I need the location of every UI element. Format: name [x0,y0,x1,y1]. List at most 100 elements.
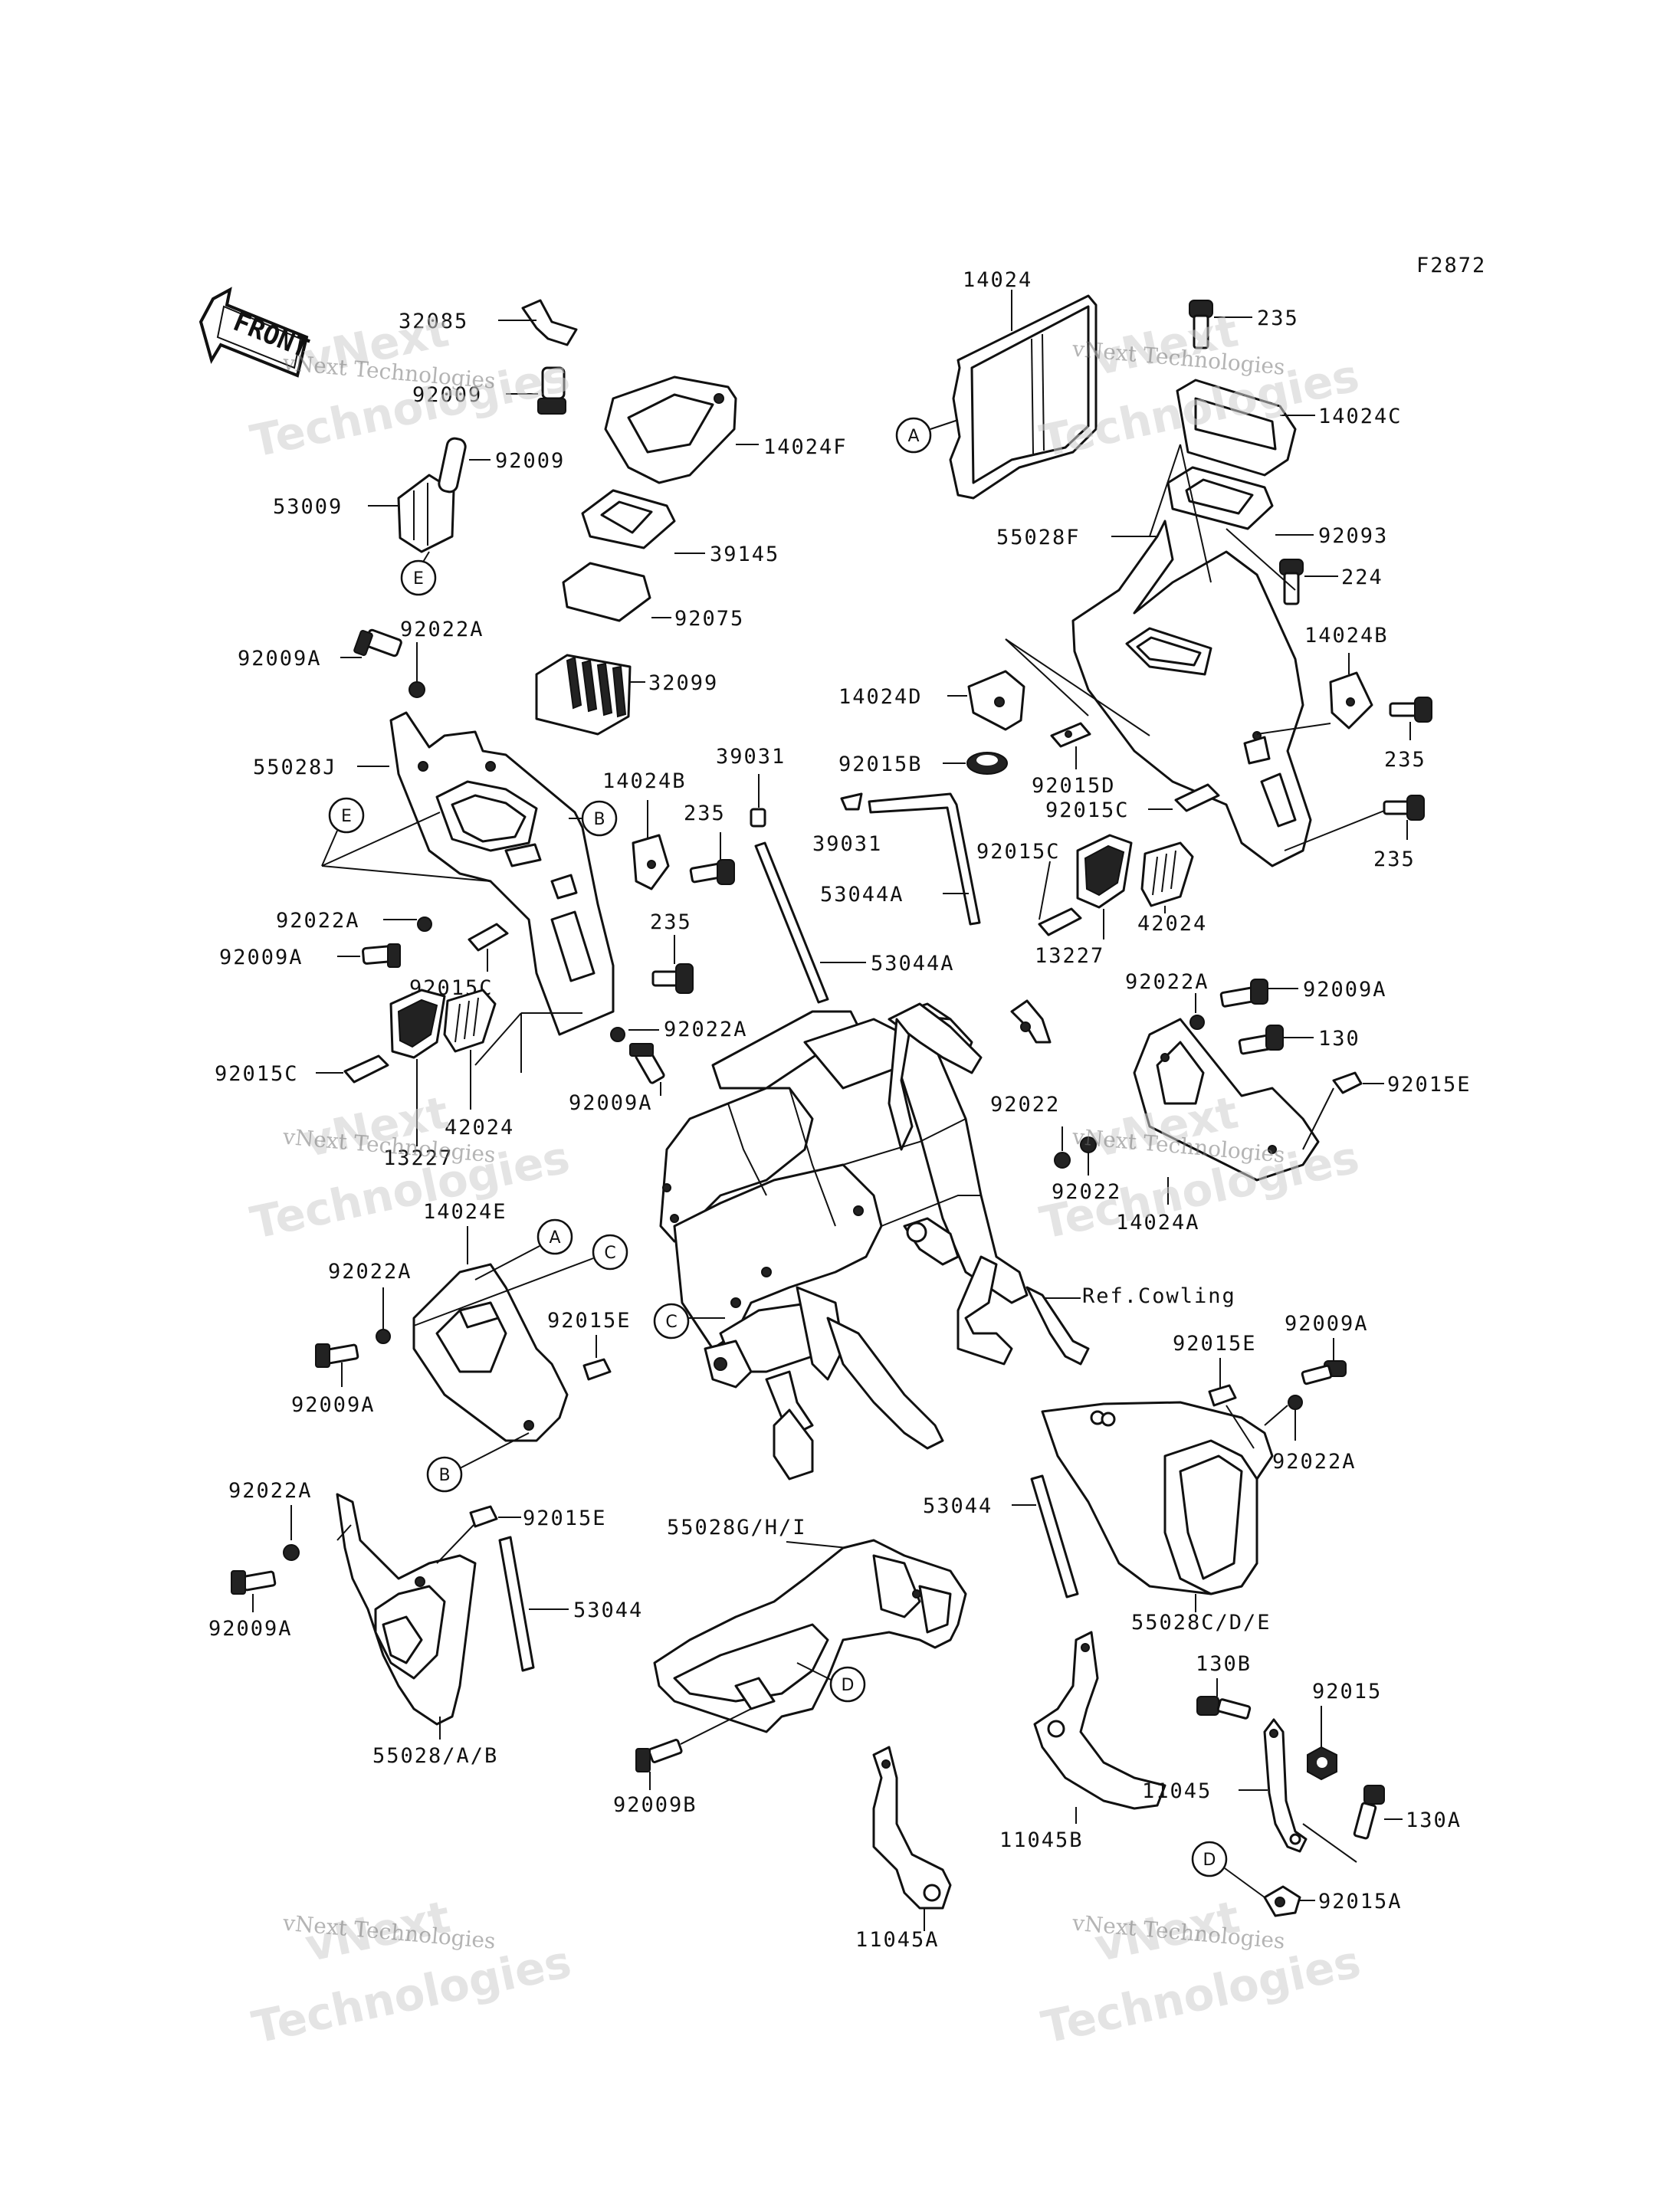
strip-53044A-1 [868,792,981,926]
bolt-130B [1196,1696,1252,1720]
bolt-235-right-1 [1189,300,1213,349]
bolt-92009A-3 [629,1043,665,1084]
seal-39145 [581,489,676,549]
panel-55028CDE [1041,1401,1274,1595]
label-92015E-e: 92015E [547,1309,632,1333]
bolt-92009A-b [231,1570,277,1595]
label-92009-top: 92009 [412,383,482,407]
washer-92022A-3 [610,1027,625,1042]
label-32085: 32085 [399,310,468,333]
damper-42024-right [1140,841,1194,907]
label-130: 130 [1318,1027,1360,1051]
figure-code: F2872 [1416,254,1486,277]
label-39031-b: 39031 [812,832,882,856]
label-92015E-b: 92015E [523,1507,607,1530]
label-11045B: 11045B [999,1828,1084,1852]
label-53044-right: 53044 [923,1494,993,1518]
seal-92093 [1166,466,1274,530]
label-92022A-2: 92022A [276,909,360,933]
grommet-92009-top [537,366,566,415]
label-55028AB: 55028/A/B [372,1744,498,1768]
label-92022-b: 92022 [1052,1180,1121,1204]
label-42024-left: 42024 [445,1116,514,1139]
callout-d-1 [829,1666,866,1703]
label-92022A-r: 92022A [1125,970,1209,994]
pad-92075 [562,562,651,622]
bolt-235-left-1 [689,859,735,885]
callout-a-2 [536,1218,573,1255]
label-92015C-right-1: 92015C [1045,798,1130,822]
clip-92015E-right [1332,1071,1363,1094]
clip-92015A [1263,1885,1301,1917]
label-14024F: 14024F [763,435,848,459]
label-92015A: 92015A [1318,1890,1403,1913]
cap-39031-a [750,808,766,828]
label-92009B: 92009B [613,1793,697,1817]
label-235-right-1: 235 [1257,307,1299,330]
label-14024: 14024 [963,268,1032,292]
text-callouts-a: A [907,427,919,446]
callout-b-2 [426,1456,463,1493]
label-224: 224 [1341,566,1383,589]
damper-42024-left [443,989,497,1053]
bracket-32085 [521,299,578,346]
filter-32099 [535,654,632,736]
bolt-92009B [635,1739,683,1772]
label-92009A-3: 92009A [569,1091,653,1115]
label-92022A-e: 92022A [328,1260,412,1284]
label-92015: 92015 [1312,1680,1382,1703]
label-235-left-1: 235 [684,802,726,825]
strip-53044A-2 [754,841,829,1004]
label-92009A-r: 92009A [1303,978,1387,1002]
label-92015E-rr: 92015E [1173,1332,1257,1356]
label-92015B: 92015B [838,753,923,776]
bolt-235-right-3 [1383,795,1425,821]
bracket-11045A [872,1746,952,1910]
callout-a-1 [895,417,932,454]
lid-14024F [604,375,737,484]
frame-assembly [659,999,1090,1481]
clip-92015C-right-2 [1038,907,1082,936]
nut-92022-a [1054,1152,1071,1169]
text-callouts-a: A [549,1228,560,1248]
label-53044A-1: 53044A [820,883,904,907]
label-130B: 130B [1196,1652,1252,1676]
label-235-left-2: 235 [650,910,692,934]
bolt-92009A-rr [1301,1360,1347,1385]
screw-224 [1279,559,1304,605]
label-92015E-right: 92015E [1387,1073,1472,1097]
damper-13227-left [389,989,446,1059]
text-callouts-c: C [604,1244,615,1263]
bracket-11045 [1263,1718,1308,1853]
label-11045: 11045 [1142,1779,1212,1803]
label-92022A-b: 92022A [228,1479,313,1503]
text-callouts-b: B [438,1466,450,1485]
bolt-92009A-r [1219,979,1268,1008]
label-92022A-rr: 92022A [1272,1450,1357,1474]
clip-92015D [1050,722,1091,748]
label-92009-53009: 92009 [495,449,565,473]
label-55028GHI: 55028G/H/I [667,1516,807,1540]
panel-14024 [949,294,1098,500]
label-235-right-2: 235 [1384,748,1426,772]
label-92022-a: 92022 [990,1093,1060,1117]
label-13227-left: 13227 [383,1146,453,1170]
bracket-14024B-left [632,834,670,890]
watermark-bottom-right: Technologies vNext [1037,1890,1365,2054]
bracket-14024A [1133,1018,1320,1182]
washer-92022A-1 [409,681,425,698]
washer-92022A-b [283,1544,300,1561]
washer-92022A-e [376,1329,391,1344]
bolt-235-left-2 [651,963,694,994]
label-235-right-3: 235 [1373,848,1416,871]
cap-39031-b [840,792,863,811]
text-callouts-d: D [842,1676,855,1695]
label-92009A-1: 92009A [238,647,322,671]
label-ref-cowling: Ref.Cowling [1082,1284,1236,1308]
panel-55028J [389,711,615,1036]
washer-92022A-2 [417,917,432,932]
bracket-14024D [967,670,1025,731]
callout-c-2 [653,1303,690,1340]
label-55028CDE: 55028C/D/E [1131,1611,1271,1635]
